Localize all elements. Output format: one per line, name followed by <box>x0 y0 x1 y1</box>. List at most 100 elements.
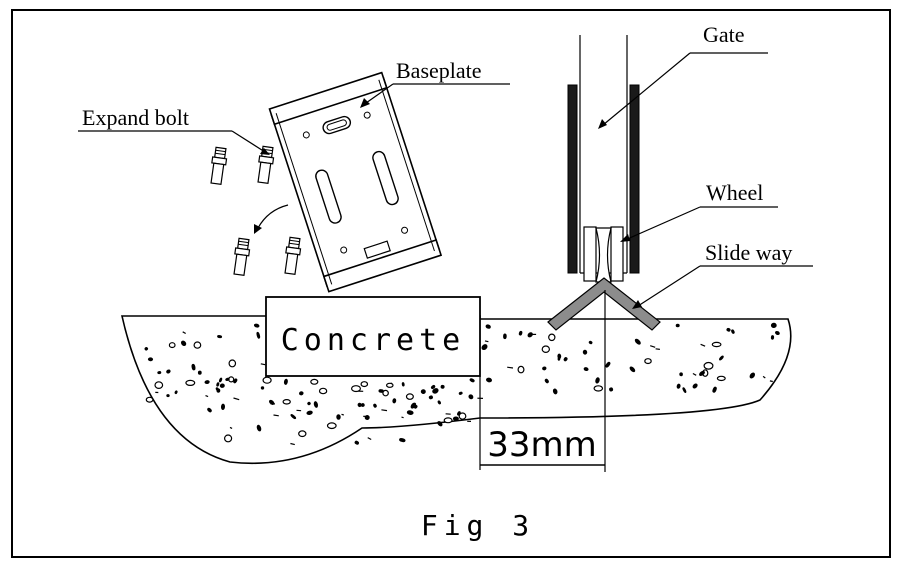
expand-bolt <box>283 237 302 275</box>
wheel <box>584 227 623 282</box>
aggregate-speck <box>229 360 235 367</box>
aggregate-speck <box>453 417 458 420</box>
gate-left-post <box>568 85 577 273</box>
gate-right-post <box>630 85 639 273</box>
expand-bolt <box>232 238 251 276</box>
expand-bolt <box>209 147 228 185</box>
aggregate-speck <box>583 350 587 354</box>
aggregate-speck <box>158 371 161 373</box>
aggregate-speck <box>148 358 152 361</box>
aggregate-speck <box>320 388 327 393</box>
aggregate-speck <box>712 342 721 346</box>
aggregate-speck <box>402 383 404 386</box>
aggregate-speck <box>217 383 220 387</box>
aggregate-speck <box>486 378 492 383</box>
aggregate-speck <box>263 377 271 383</box>
aggregate-speck <box>221 404 224 409</box>
aggregate-speck <box>194 342 201 348</box>
aggregate-speck <box>381 410 387 411</box>
aggregate-speck <box>441 385 444 388</box>
aggregate-speck <box>361 382 367 387</box>
aggregate-speck <box>680 373 682 376</box>
aggregate-speck <box>656 349 660 350</box>
aggregate-speck <box>169 343 175 348</box>
aggregate-speck <box>589 341 592 344</box>
aggregate-speck <box>387 383 393 387</box>
aggregate-speck <box>186 380 195 385</box>
aggregate-speck <box>393 399 396 403</box>
figure-caption: Fig 3 <box>421 509 535 542</box>
aggregate-speck <box>407 410 413 414</box>
aggregate-speck <box>542 367 546 370</box>
aggregate-speck <box>770 381 773 382</box>
border-frame <box>12 10 890 557</box>
aggregate-speck <box>771 336 773 340</box>
aggregate-speck <box>175 391 177 394</box>
aggregate-speck <box>609 388 612 391</box>
aggregate-speck <box>383 390 388 395</box>
aggregate-speck <box>328 423 337 429</box>
aggregate-speck <box>355 441 359 445</box>
gate-pointer <box>603 53 690 125</box>
aggregate-speck <box>220 384 224 388</box>
aggregate-speck <box>519 331 522 335</box>
aggregate-speck <box>342 414 344 415</box>
aggregate-speck <box>444 418 452 423</box>
aggregate-speck <box>299 431 306 437</box>
aggregate-speck <box>337 415 340 420</box>
aggregate-speck <box>261 387 263 389</box>
aggregate-speck <box>167 395 169 397</box>
aggregate-speck <box>549 334 555 340</box>
aggregate-speck <box>307 402 310 405</box>
aggregate-speck <box>584 367 588 371</box>
aggregate-speck <box>155 382 163 389</box>
aggregate-speck <box>727 328 731 331</box>
aggregate-speck <box>226 378 230 381</box>
aggregate-speck <box>283 400 290 404</box>
aggregate-speck <box>459 392 462 395</box>
aggregate-speck <box>307 411 313 415</box>
aggregate-speck <box>504 334 507 338</box>
aggregate-speck <box>399 438 405 442</box>
dimension-label: 33mm <box>487 425 597 465</box>
aggregate-speck <box>676 324 679 326</box>
aggregate-speck <box>254 324 259 328</box>
aggregate-speck <box>373 404 376 408</box>
curved-arrow-icon <box>258 205 288 228</box>
slide-way-pointer <box>638 266 700 306</box>
aggregate-speck <box>717 376 725 380</box>
aggregate-speck <box>358 403 361 407</box>
aggregate-speck <box>407 394 414 399</box>
aggregate-speck <box>704 363 713 370</box>
baseplate-label: Baseplate <box>396 58 482 83</box>
expand-bolt-pointer <box>232 131 265 152</box>
aggregate-speck <box>421 389 425 393</box>
aggregate-speck <box>311 379 318 384</box>
aggregate-speck <box>594 386 602 391</box>
slide-way-label: Slide way <box>705 240 792 265</box>
curved-arrow-head <box>254 224 262 234</box>
aggregate-speck <box>518 366 524 372</box>
expand-bolt-label: Expand bolt <box>82 105 189 130</box>
aggregate-speck <box>771 323 776 327</box>
aggregate-speck <box>146 397 153 402</box>
aggregate-speck <box>677 384 681 389</box>
aggregate-speck <box>429 396 433 400</box>
aggregate-speck <box>225 435 232 442</box>
aggregate-speck <box>284 379 287 384</box>
aggregate-speck <box>299 391 303 395</box>
aggregate-speck <box>645 359 651 364</box>
wheel-label: Wheel <box>706 180 763 205</box>
aggregate-speck <box>402 417 404 418</box>
aggregate-speck <box>368 438 372 440</box>
concrete-label: Concrete <box>281 323 466 358</box>
aggregate-speck <box>274 415 279 416</box>
aggregate-speck <box>145 347 148 350</box>
aggregate-speck <box>205 380 209 383</box>
gate-arrowhead <box>598 119 607 129</box>
gate-label: Gate <box>703 22 745 47</box>
aggregate-speck <box>218 335 222 337</box>
aggregate-speck <box>198 371 201 374</box>
